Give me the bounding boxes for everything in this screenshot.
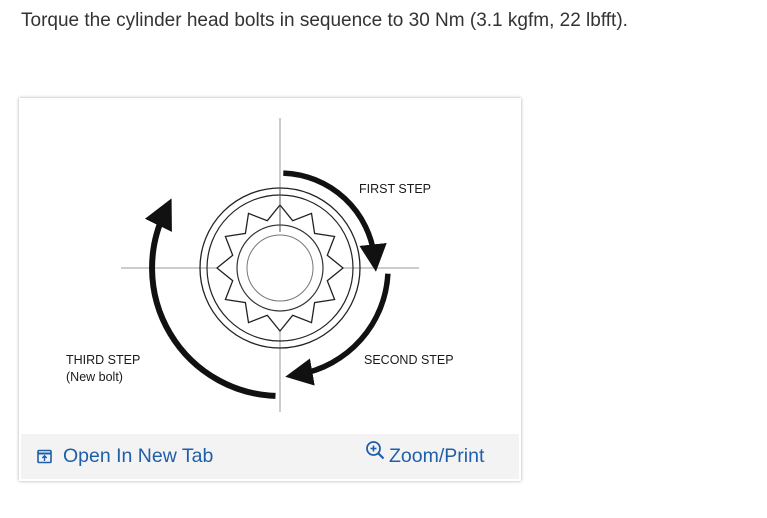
socket-outer-circle [236, 224, 324, 312]
diagram-svg: FIRST STEP SECOND STEP THIRD STEP (New b… [66, 118, 454, 412]
bolt-torque-diagram[interactable]: FIRST STEP SECOND STEP THIRD STEP (New b… [21, 100, 519, 434]
third-step-arrow [144, 198, 276, 399]
figure-toolbar: Open In New Tab Zoom/Print [21, 434, 519, 479]
third-step-label: THIRD STEP [66, 353, 140, 367]
open-in-new-tab-label: Open In New Tab [63, 444, 214, 467]
zoom-print-link[interactable]: Zoom/Print [365, 441, 485, 470]
zoom-in-icon [366, 441, 385, 460]
open-new-tab-icon [37, 449, 52, 463]
first-step-label: FIRST STEP [359, 182, 431, 196]
second-step-arrow [285, 273, 391, 386]
figure-card: FIRST STEP SECOND STEP THIRD STEP (New b… [19, 98, 521, 481]
second-step-label: SECOND STEP [364, 353, 454, 367]
instruction-text: Torque the cylinder head bolts in sequen… [21, 10, 628, 31]
open-in-new-tab-link[interactable]: Open In New Tab [37, 442, 213, 470]
first-step-arrow [283, 170, 387, 272]
socket-inner-circle [246, 234, 314, 302]
third-step-note: (New bolt) [66, 370, 123, 384]
zoom-print-label: Zoom/Print [389, 444, 485, 467]
